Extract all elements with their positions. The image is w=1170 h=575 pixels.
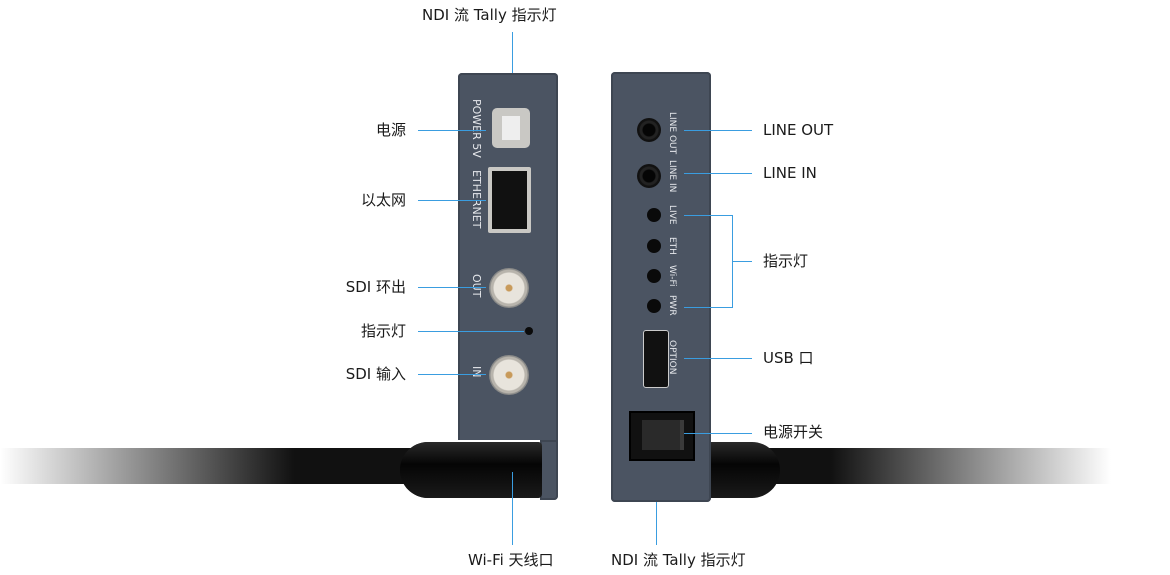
label-bottom-tally: NDI 流 Tally 指示灯 bbox=[611, 551, 746, 569]
antenna-connector-right bbox=[700, 442, 780, 498]
line-in-text: LINE IN bbox=[667, 160, 677, 193]
label-usb: USB 口 bbox=[763, 349, 814, 367]
leader-usb bbox=[684, 358, 752, 359]
label-indicators: 指示灯 bbox=[763, 252, 809, 270]
power-switch[interactable] bbox=[629, 411, 695, 461]
bracket-bottom bbox=[684, 307, 732, 308]
live-text: LIVE bbox=[667, 205, 677, 225]
pwr-led bbox=[647, 299, 661, 313]
tally-indicator-led bbox=[525, 327, 533, 335]
label-power: 电源 bbox=[375, 121, 406, 139]
sdi-out-label: OUT bbox=[470, 274, 483, 298]
usb-a-port[interactable] bbox=[643, 330, 669, 388]
antenna-cable-left bbox=[0, 448, 420, 484]
label-sdi-out: SDI 环出 bbox=[345, 278, 406, 296]
leader-indicators bbox=[732, 261, 752, 262]
power-port-label: POWER 5V bbox=[470, 99, 483, 158]
label-power-switch: 电源开关 bbox=[763, 423, 824, 441]
leader-sdi-out bbox=[418, 287, 486, 288]
wifi-led bbox=[647, 269, 661, 283]
live-led bbox=[647, 208, 661, 222]
label-line-in: LINE IN bbox=[763, 164, 817, 182]
leader-top bbox=[512, 32, 513, 73]
leader-wifi bbox=[512, 472, 513, 545]
label-top-tally: NDI 流 Tally 指示灯 bbox=[422, 6, 557, 24]
leader-sdi-in bbox=[418, 374, 486, 375]
wifi-text: Wi-Fi bbox=[667, 265, 677, 287]
leader-tally-bottom bbox=[656, 502, 657, 545]
ethernet-port-label: ETHERNET bbox=[470, 170, 483, 228]
sdi-in-label: IN bbox=[470, 366, 483, 378]
leader-line-in bbox=[684, 173, 752, 174]
leader-ethernet bbox=[418, 200, 486, 201]
label-line-out: LINE OUT bbox=[763, 121, 834, 139]
option-text: OPTION bbox=[667, 340, 677, 375]
usb-b-power-port[interactable] bbox=[492, 108, 530, 148]
label-indicator: 指示灯 bbox=[360, 322, 406, 340]
label-wifi-antenna: Wi-Fi 天线口 bbox=[468, 551, 554, 569]
eth-text: ETH bbox=[667, 237, 677, 255]
label-sdi-in: SDI 输入 bbox=[345, 365, 406, 383]
pwr-text: PWR bbox=[667, 295, 677, 316]
label-ethernet: 以太网 bbox=[360, 191, 406, 209]
leader-switch bbox=[684, 433, 752, 434]
bracket-top bbox=[684, 215, 732, 216]
sdi-out-bnc[interactable] bbox=[489, 268, 529, 308]
device-left-bottom bbox=[540, 440, 558, 500]
leader-line-out bbox=[684, 130, 752, 131]
leader-power bbox=[418, 130, 486, 131]
antenna-connector-front bbox=[400, 442, 542, 498]
eth-led bbox=[647, 239, 661, 253]
sdi-in-bnc[interactable] bbox=[489, 355, 529, 395]
leader-indicator bbox=[418, 331, 524, 332]
ethernet-port[interactable] bbox=[488, 167, 531, 233]
line-out-jack[interactable] bbox=[637, 118, 661, 142]
line-out-text: LINE OUT bbox=[667, 112, 677, 155]
line-in-jack[interactable] bbox=[637, 164, 661, 188]
